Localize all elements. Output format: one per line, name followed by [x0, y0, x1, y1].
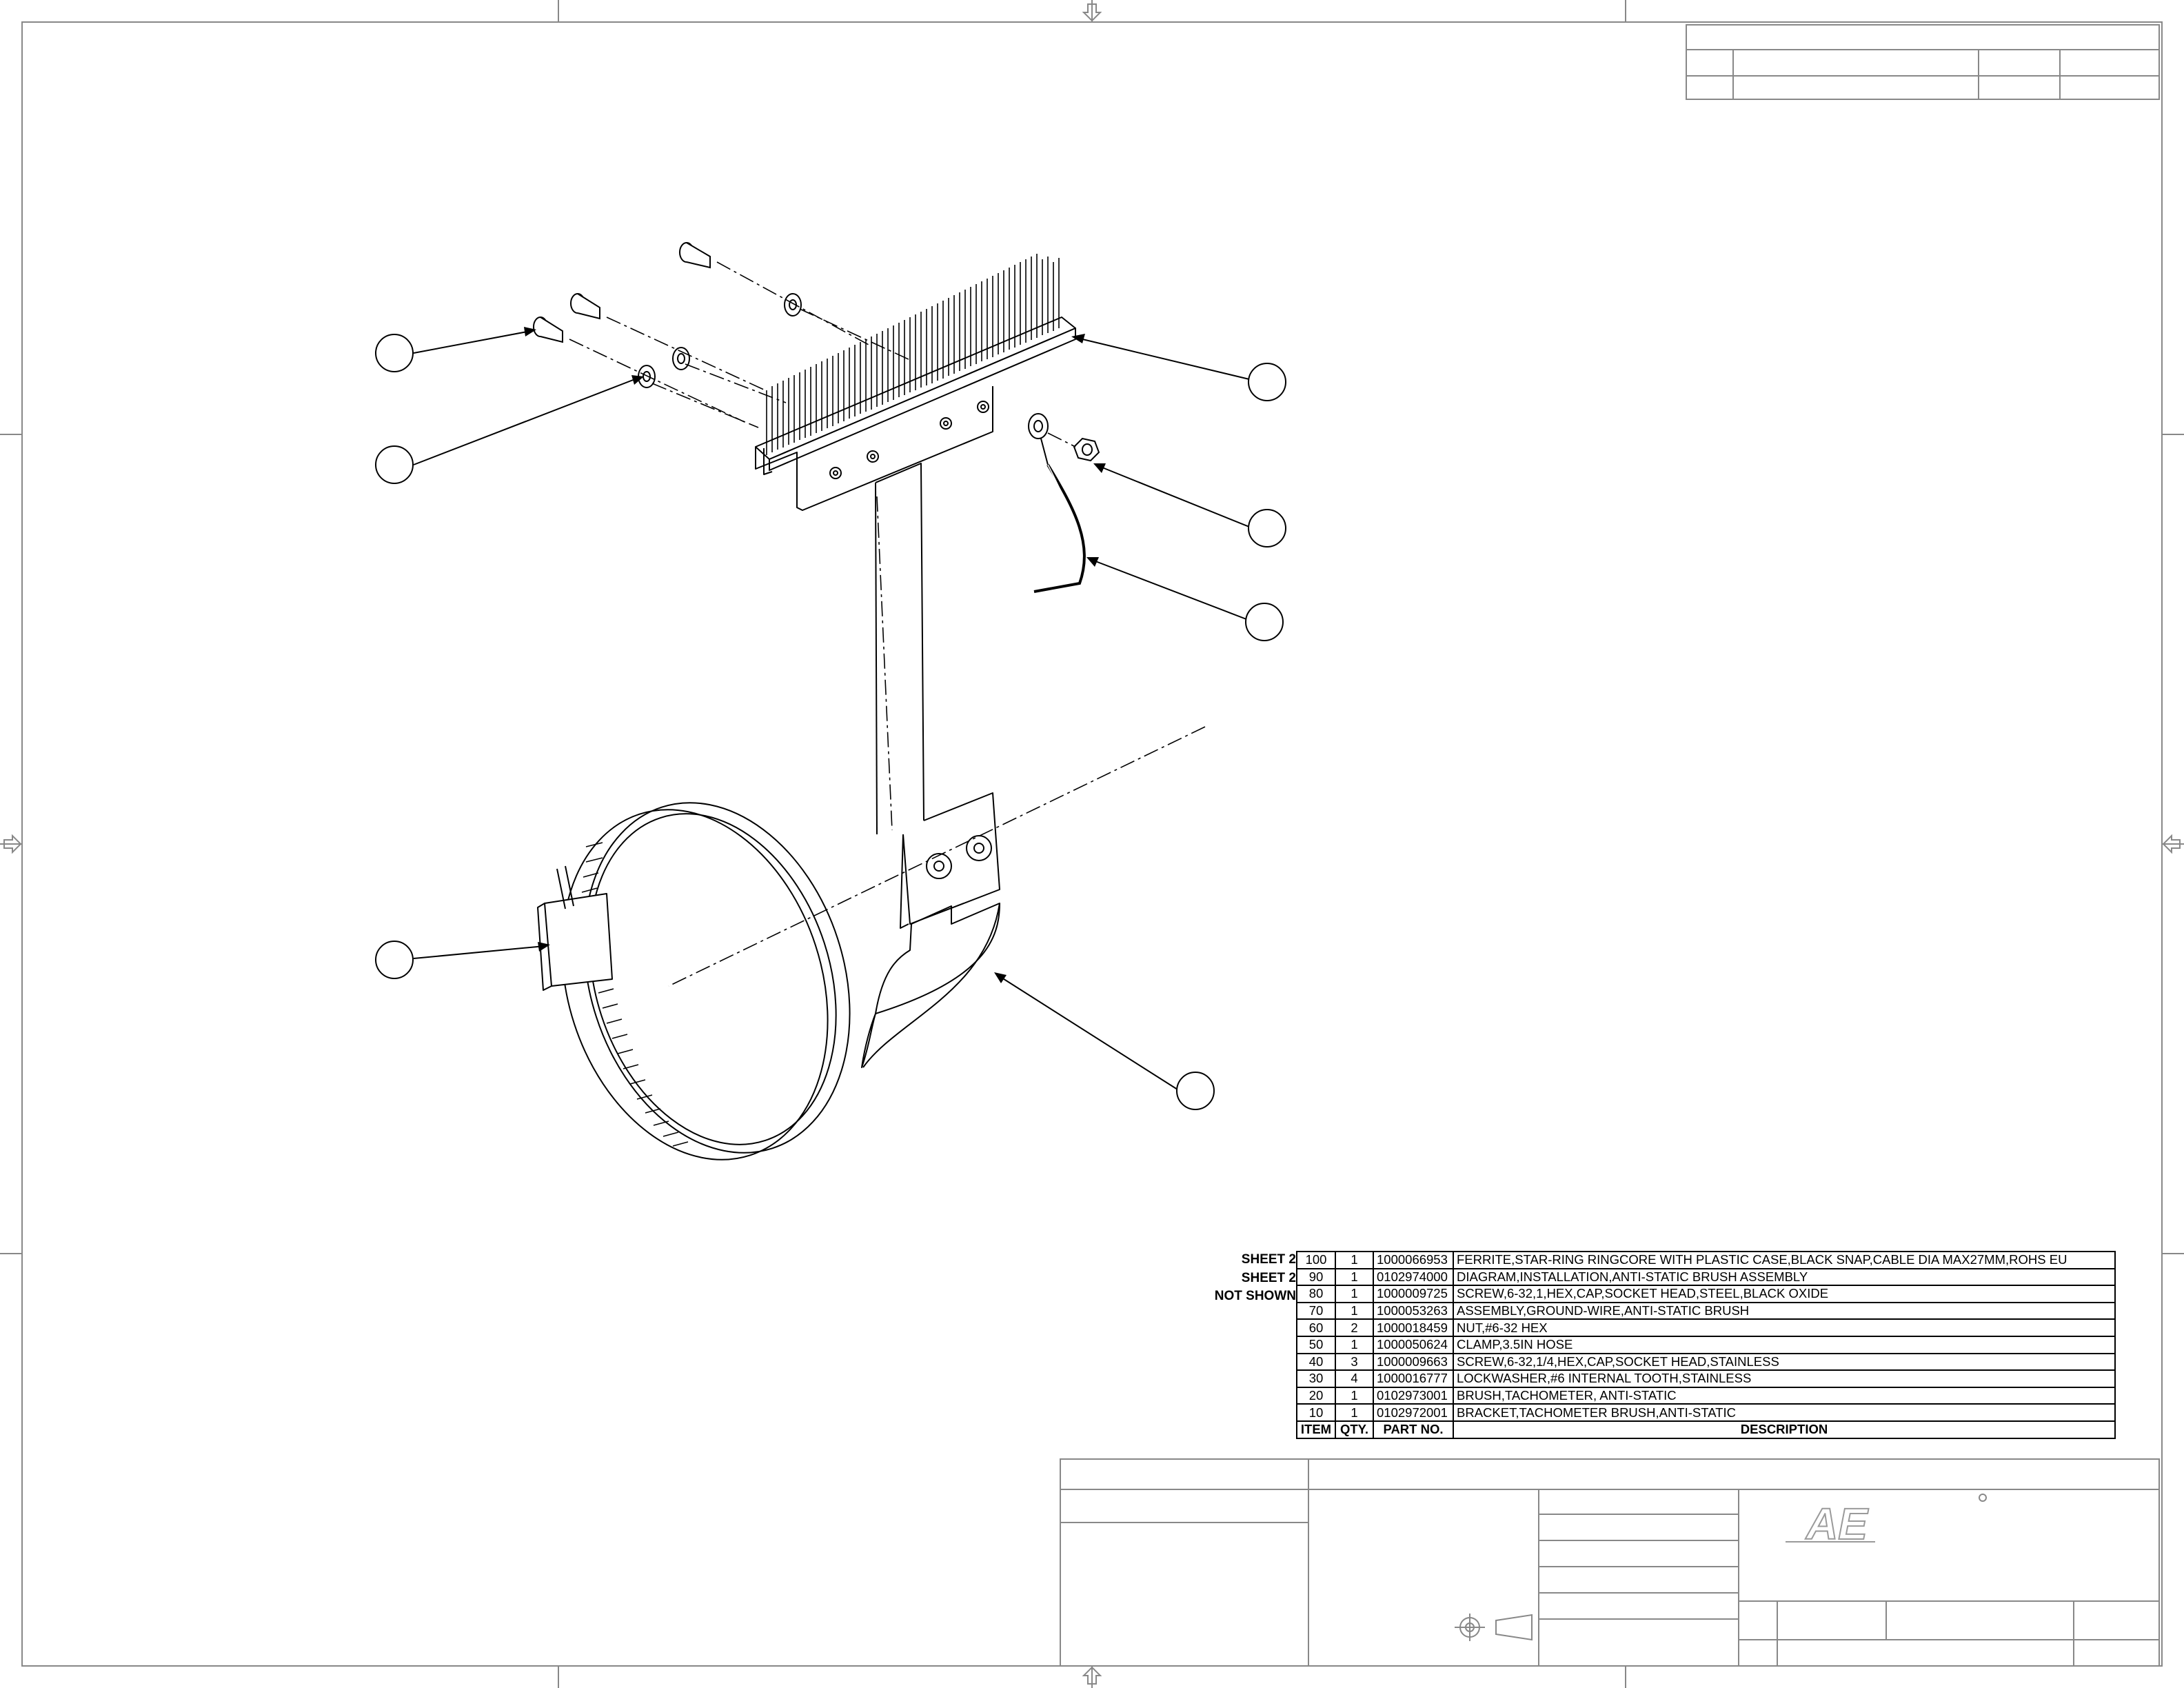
bom-notes: SHEET 2 SHEET 2 NOT SHOWN: [1198, 1251, 1296, 1434]
bom-cell-item: 70: [1296, 1301, 1336, 1320]
bom-cell-description: BRUSH,TACHOMETER, ANTI-STATIC: [1453, 1386, 2116, 1405]
balloon-10: [1176, 1072, 1215, 1110]
revision-block: [1686, 24, 2160, 100]
bom-cell-description: LOCKWASHER,#6 INTERNAL TOOTH,STAINLESS: [1453, 1369, 2116, 1388]
bom-cell-item: 40: [1296, 1352, 1336, 1372]
bom-cell-description: DIAGRAM,INSTALLATION,ANTI-STATIC BRUSH A…: [1453, 1267, 2116, 1287]
bom-cell-qty: 1: [1335, 1267, 1374, 1287]
bom-cell-part-no: 0102974000: [1373, 1267, 1454, 1287]
bom-cell-description: BRACKET,TACHOMETER BRUSH,ANTI-STATIC: [1453, 1403, 2116, 1422]
bom-cell-description: FERRITE,STAR-RING RINGCORE WITH PLASTIC …: [1453, 1251, 2116, 1269]
balloon-50: [375, 941, 414, 979]
title-block: [1060, 1458, 2160, 1667]
bom-cell-qty: 1: [1335, 1251, 1374, 1269]
bom-cell-description: CLAMP,3.5IN HOSE: [1453, 1335, 2116, 1354]
bom-cell-item: 90: [1296, 1267, 1336, 1287]
balloon-60: [1248, 509, 1286, 547]
bom-cell-description: SCREW,6-32,1/4,HEX,CAP,SOCKET HEAD,STAIN…: [1453, 1352, 2116, 1372]
bom-cell-part-no: 1000009663: [1373, 1352, 1454, 1372]
bom-note: [1198, 1324, 1296, 1343]
bom-cell-part-no: 1000050624: [1373, 1335, 1454, 1354]
bom-cell-part-no: 1000009725: [1373, 1285, 1454, 1303]
bom-cell-item: 60: [1296, 1318, 1336, 1337]
bom-header-qty: QTY.: [1335, 1420, 1374, 1439]
bom-cell-item: 50: [1296, 1335, 1336, 1354]
bom-cell-item: 30: [1296, 1369, 1336, 1388]
bom-note: SHEET 2: [1241, 1252, 1296, 1267]
bom-cell-item: 80: [1296, 1285, 1336, 1303]
bom-note: [1198, 1343, 1296, 1361]
bom-cell-part-no: 1000018459: [1373, 1318, 1454, 1337]
bom-cell-qty: 3: [1335, 1352, 1374, 1372]
bom-cell-qty: 4: [1335, 1369, 1374, 1388]
balloon-40: [375, 334, 414, 372]
bom-cell-part-no: 1000066953: [1373, 1251, 1454, 1269]
leader-arrowheads: [524, 327, 1106, 983]
item-balloons: [375, 334, 1286, 1110]
bom-cell-qty: 1: [1335, 1386, 1374, 1405]
balloon-30: [375, 445, 414, 484]
bom-header-description: DESCRIPTION: [1453, 1420, 2116, 1439]
bom-note: SHEET 2: [1241, 1270, 1296, 1285]
balloon-70: [1245, 603, 1284, 641]
hose-clamp: [537, 802, 851, 1160]
bom-header-part-no: PART NO.: [1373, 1420, 1454, 1439]
balloon-leaders: [413, 330, 1250, 1090]
bom-note: [1198, 1398, 1296, 1416]
bom-cell-part-no: 1000016777: [1373, 1369, 1454, 1388]
bom-cell-description: NUT,#6-32 HEX: [1453, 1318, 2116, 1337]
bom-cell-part-no: 0102972001: [1373, 1403, 1454, 1422]
bom-cell-part-no: 0102973001: [1373, 1386, 1454, 1405]
bom-cell-description: SCREW,6-32,1,HEX,CAP,SOCKET HEAD,STEEL,B…: [1453, 1285, 2116, 1303]
bom-cell-qty: 1: [1335, 1335, 1374, 1354]
bom-header-row: ITEM QTY. PART NO. DESCRIPTION: [1296, 1420, 2116, 1439]
bom-cell-qty: 2: [1335, 1318, 1374, 1337]
company-logo: AE: [1805, 1499, 1869, 1549]
balloon-20: [1248, 363, 1286, 401]
bom-cell-part-no: 1000053263: [1373, 1301, 1454, 1320]
bom-note: [1198, 1361, 1296, 1380]
bom-cell-qty: 1: [1335, 1403, 1374, 1422]
alignment-lines: [569, 261, 1206, 987]
bom-cell-qty: 1: [1335, 1285, 1374, 1303]
bom-cell-description: ASSEMBLY,GROUND-WIRE,ANTI-STATIC BRUSH: [1453, 1301, 2116, 1320]
bom-cell-item: 100: [1296, 1251, 1336, 1269]
bom-cell-item: 20: [1296, 1386, 1336, 1405]
bom-note: [1198, 1306, 1296, 1325]
bom-note: [1198, 1416, 1296, 1434]
bom-note: NOT SHOWN: [1214, 1289, 1296, 1304]
bom-cell-qty: 1: [1335, 1301, 1374, 1320]
bom-note: [1198, 1379, 1296, 1398]
bom-header-item: ITEM: [1296, 1420, 1336, 1439]
bom-cell-item: 10: [1296, 1403, 1336, 1422]
brush-assembly: [755, 254, 1076, 1068]
